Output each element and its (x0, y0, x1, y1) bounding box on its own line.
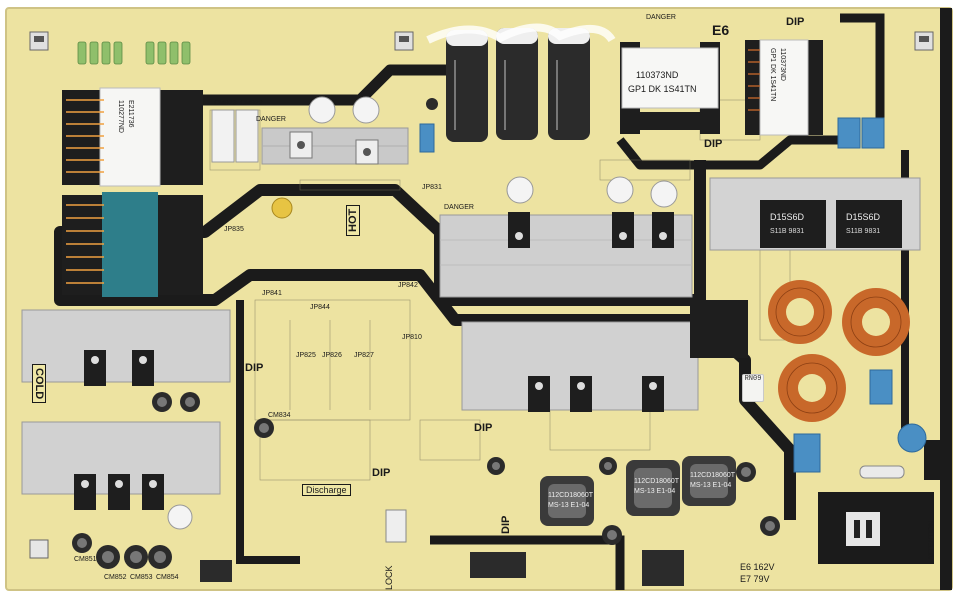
discharge-label: Discharge (302, 484, 351, 496)
inductor-2-label: 112CD18060T (634, 478, 680, 485)
inductor-1-sub: MS-13 E1-04 (548, 502, 590, 509)
cap-label-cm852: CM852 (104, 574, 127, 581)
yellow-electrolytic (271, 197, 293, 219)
white-caps (167, 96, 678, 530)
cap-label-cm853: CM853 (130, 574, 153, 581)
bulk-capacitor-1 (446, 30, 488, 142)
jp-label-3: JP825 (296, 352, 316, 359)
danger-label-3: DANGER (646, 14, 676, 21)
connector-top-mid (394, 31, 414, 51)
aux-transformer-label-2: GP1 DK 1S41TN (769, 48, 776, 102)
cement-resistors (211, 109, 259, 163)
jp-label-7: JP810 (402, 334, 422, 341)
dip-label-bottom: DIP (500, 515, 512, 534)
inductor-1-label: 112CD18060T (548, 492, 594, 499)
main-transformer-top (62, 87, 203, 187)
jp-label-8: JP835 (224, 226, 244, 233)
right-edge-band (940, 8, 952, 590)
green-resistor-bank-left (77, 41, 123, 65)
relay (690, 300, 748, 358)
inductor-3-label: 112CD18060T (690, 472, 736, 479)
jp-label-5: JP827 (354, 352, 374, 359)
inductor-2-sub: MS-13 E1-04 (634, 488, 676, 495)
cap-retaining-film (426, 23, 616, 44)
isolation-band-top (200, 64, 480, 106)
danger-label-2: DANGER (444, 204, 474, 211)
bridge-2-label: D15S6D (846, 212, 881, 222)
main-transformer-bottom (62, 192, 203, 297)
jp-label-1: JP841 (262, 290, 282, 297)
bridge-1-label: D15S6D (770, 212, 805, 222)
cap-label-cm851: CM851 (74, 556, 97, 563)
fuse (859, 465, 905, 479)
attention-label: ATTENTION (928, 520, 935, 560)
green-resistor-bank-right (145, 41, 191, 65)
connector-top-right (914, 31, 934, 51)
lock-label: LOCK (384, 565, 394, 590)
bridge-2-sub: S11B 9831 (846, 228, 881, 235)
bridge-1-sub: S11B 9831 (770, 228, 805, 235)
main-transformer-tag: 110277ND (117, 100, 124, 133)
jp-label-9: JP831 (422, 184, 442, 191)
relay-sticker-text: RN09 (744, 375, 762, 383)
ac-inlet (818, 492, 934, 564)
standby-transformer-label-2: GP1 DK 1S41TN (628, 84, 697, 94)
bridge-rectifier-2 (836, 200, 902, 248)
e7-voltage: E7 79V (740, 574, 770, 584)
copper-toroids (768, 280, 910, 422)
right-edge-notch (924, 440, 952, 480)
e6-marking: E6 (712, 22, 730, 38)
heatsink-top-left (261, 127, 409, 165)
jp-label-4: JP826 (322, 352, 342, 359)
jp-label-6: JP844 (310, 304, 330, 311)
heatsink-center (439, 214, 693, 298)
bridge-rectifier-1 (760, 200, 826, 248)
bulk-capacitor-3 (548, 28, 590, 140)
isolation-band-upper-right (616, 135, 840, 170)
relay-sticker: RN09 (742, 374, 764, 402)
isolation-band-top-right (840, 13, 885, 140)
main-transformer-tag-b: E211736 (127, 100, 134, 128)
dip-label-left: DIP (245, 362, 264, 374)
e6-voltage: E6 162V (740, 562, 775, 572)
bottom-connectors (29, 509, 684, 586)
inductor-3-sub: MS-13 E1-04 (690, 482, 732, 489)
cap-label-cm834: CM834 (268, 412, 291, 419)
jp-label-2: JP842 (398, 282, 418, 289)
small-electrolytic-caps (72, 98, 780, 569)
hot-zone-label: HOT (346, 204, 360, 236)
cap-label-cm822: CM822 (240, 100, 263, 107)
heatsink-left-mid (21, 309, 231, 383)
cap-label-cm854: CM854 (156, 574, 179, 581)
aux-transformer (745, 39, 823, 136)
dip-label-top: DIP (786, 16, 805, 28)
output-inductors (540, 456, 736, 526)
standby-transformer (620, 42, 720, 134)
standby-transformer-label-1: 110373ND (636, 70, 679, 80)
bulk-capacitor-2 (496, 28, 538, 140)
connector-top-left (29, 31, 49, 51)
isolation-band-left-bottom (236, 300, 300, 564)
dip-label-center: DIP (474, 422, 493, 434)
aux-transformer-label-1: 110373ND (779, 48, 786, 81)
blue-x-capacitors (419, 117, 927, 473)
dip-label-lower: DIP (372, 467, 391, 479)
danger-label-1: DANGER (256, 116, 286, 123)
cold-zone-label: COLD (32, 364, 46, 404)
mosfets (74, 131, 674, 510)
dip-label-mid: DIP (704, 138, 723, 150)
cap-label-cm823: CM823 (214, 100, 237, 107)
